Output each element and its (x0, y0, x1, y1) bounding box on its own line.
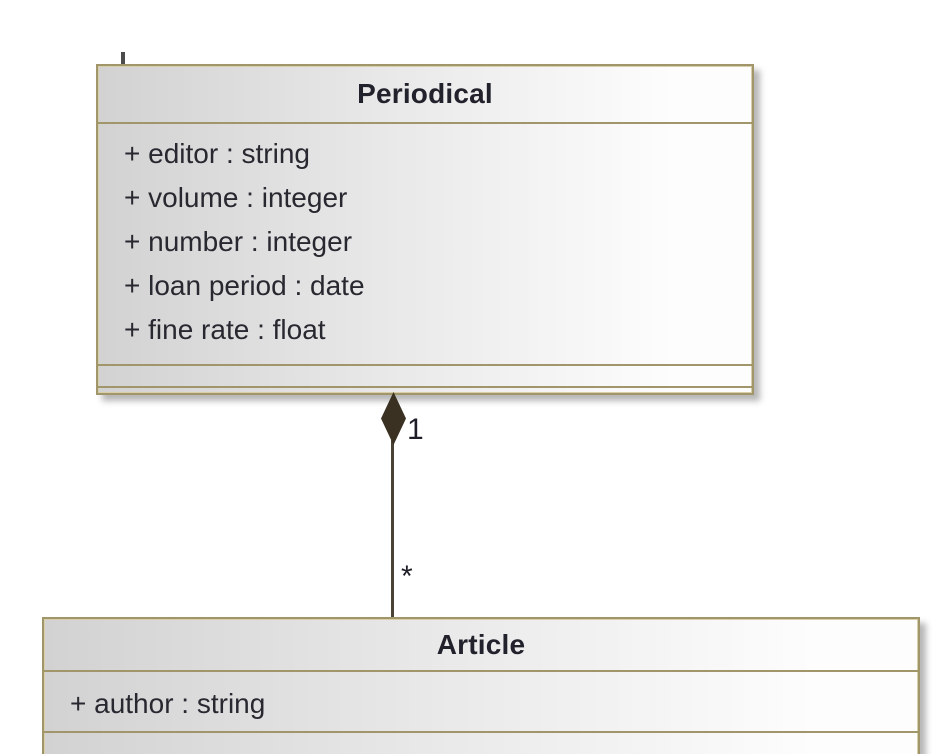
class-article-title: Article (436, 628, 526, 660)
class-article-operations-compartment[interactable] (44, 731, 918, 754)
class-periodical[interactable]: Periodical + editor : string + volume : … (96, 64, 754, 395)
class-periodical-title: Periodical (357, 78, 493, 109)
class-periodical-attributes-compartment[interactable]: + editor : string + volume : integer + n… (98, 122, 752, 364)
attribute-row[interactable]: + fine rate : float (124, 314, 326, 345)
attribute-row[interactable]: + loan period : date (124, 270, 365, 301)
connector-stub (121, 52, 125, 66)
composition-diamond-icon[interactable] (381, 392, 406, 445)
class-periodical-extra-compartment (98, 386, 752, 393)
class-article-header[interactable]: Article (44, 619, 918, 670)
multiplicity-owner-label[interactable]: 1 (407, 413, 424, 446)
class-article-attributes-compartment[interactable]: + author : string (44, 670, 918, 731)
composition-edge-line[interactable] (391, 440, 394, 619)
attribute-row[interactable]: + author : string (70, 688, 266, 719)
multiplicity-part-label[interactable]: * (401, 560, 413, 593)
attribute-row[interactable]: + editor : string (124, 138, 310, 169)
class-periodical-header[interactable]: Periodical (98, 66, 752, 122)
class-article[interactable]: Article + author : string (42, 617, 920, 754)
attribute-row[interactable]: + number : integer (124, 226, 353, 257)
attribute-row[interactable]: + volume : integer (124, 182, 348, 213)
class-periodical-operations-compartment[interactable] (98, 364, 752, 386)
